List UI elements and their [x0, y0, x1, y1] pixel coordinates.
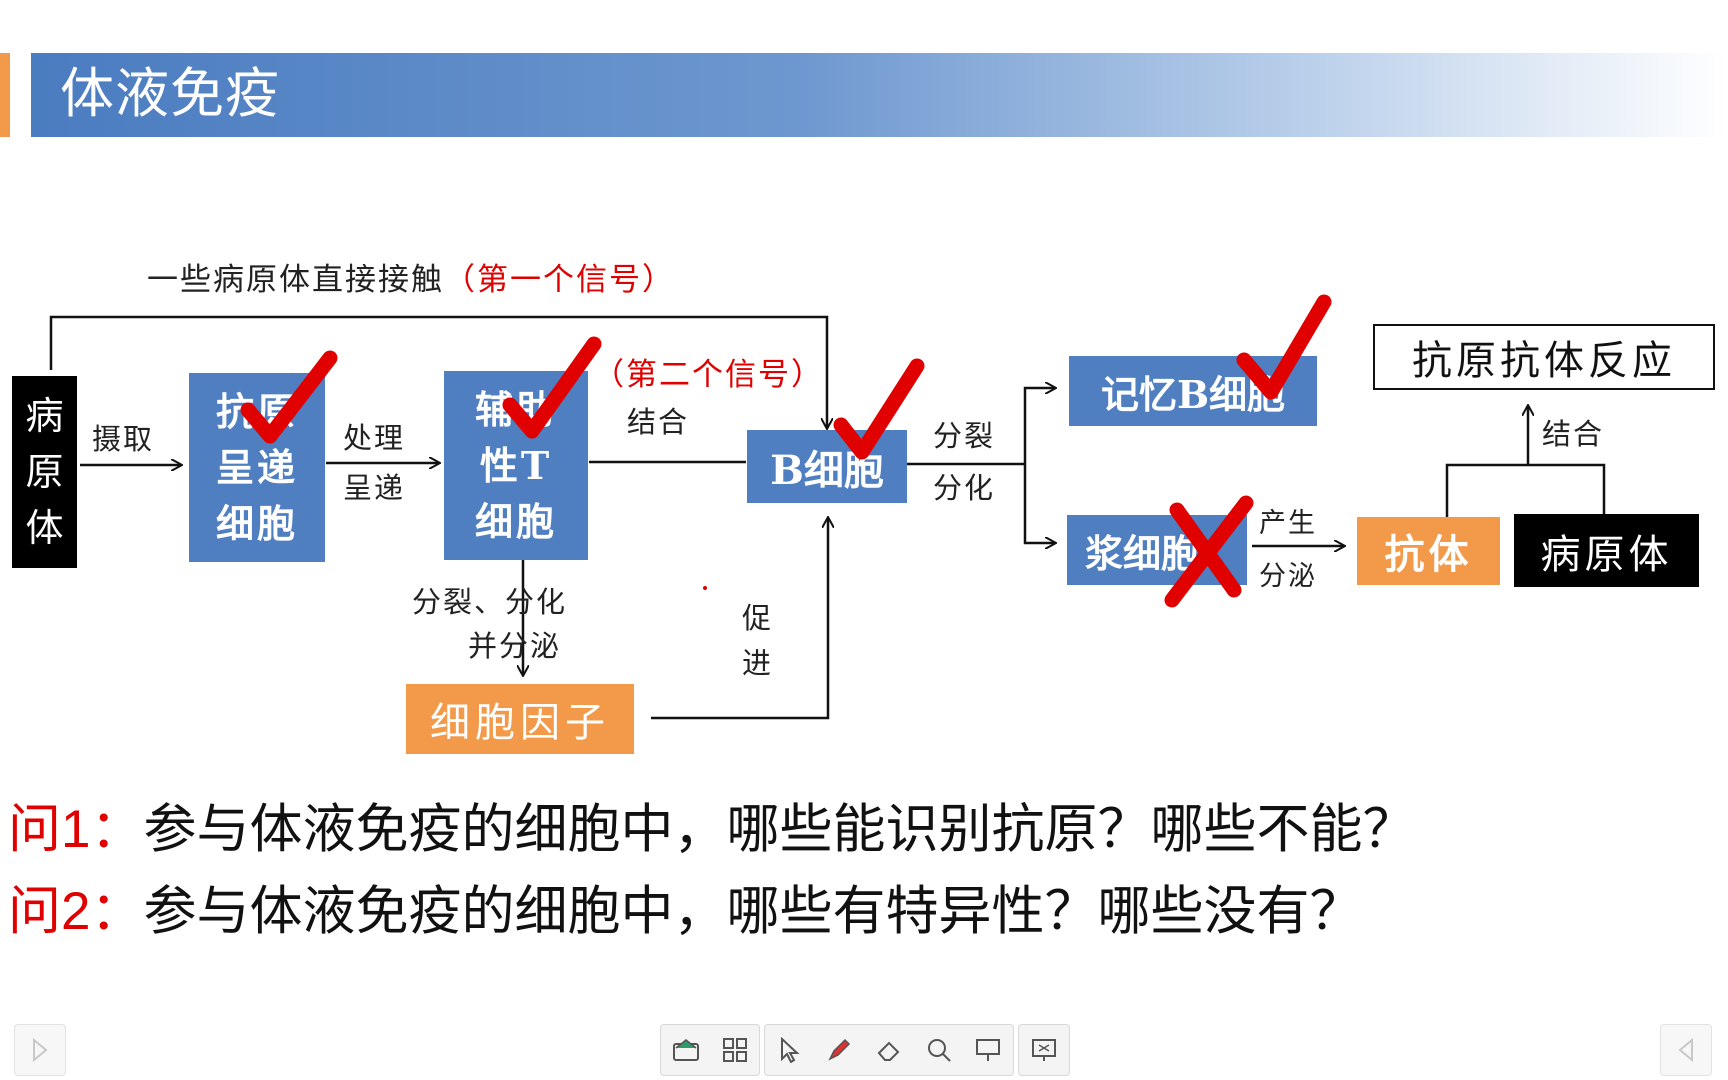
produce-label: 产生	[1259, 508, 1317, 539]
question-1: 问1：参与体液免疫的细胞中，哪些能识别抗原？哪些不能？	[8, 800, 1416, 859]
uptake-label: 摄取	[92, 422, 155, 456]
promote-arrow	[651, 518, 828, 720]
question-2: 问2：参与体液免疫的细胞中，哪些有特异性？哪些没有？	[8, 882, 1363, 941]
cytokine-box: 细胞因子	[406, 684, 634, 754]
antibody-box: 抗体	[1357, 517, 1500, 585]
pathogen-right-box: 病原体	[1514, 514, 1699, 587]
combine-label: 结合	[1542, 417, 1605, 451]
present-label: 呈递	[343, 471, 406, 505]
slide-title: 体液免疫	[60, 64, 280, 124]
grid-icon[interactable]	[717, 1032, 753, 1068]
envelope-icon[interactable]	[668, 1032, 704, 1068]
memory-b-box: 记忆B细胞	[1069, 356, 1317, 426]
toolbar-group-left	[660, 1024, 760, 1076]
secrete-label: 分泌	[1259, 561, 1317, 592]
presentation-icon[interactable]	[1026, 1032, 1062, 1068]
check-memory-b-icon	[1236, 294, 1332, 400]
bind-label: 结合	[627, 405, 690, 439]
check-b-cell-icon	[833, 358, 925, 460]
check-helper-t-icon	[502, 336, 602, 439]
title-accent-bar	[0, 53, 10, 137]
title-bar	[31, 53, 1728, 137]
combine-bracket	[1445, 463, 1606, 518]
differentiate-label: 分化	[933, 471, 996, 505]
eraser-icon[interactable]	[871, 1032, 907, 1068]
top-path-arrow	[49, 315, 827, 428]
magnifier-icon[interactable]	[921, 1032, 957, 1068]
promote-label-1: 促	[742, 601, 774, 635]
memory-arrow	[1023, 388, 1055, 464]
process-label: 处理	[343, 421, 406, 455]
toolbar-group-right	[1018, 1024, 1070, 1076]
reaction-box: 抗原抗体反应	[1373, 324, 1715, 390]
top-path-label: 一些病原体直接接触（第一个信号）	[147, 262, 675, 298]
divide-label: 分裂	[933, 419, 996, 453]
plasma-arrow	[1023, 464, 1055, 543]
t-divide-label: 分裂、分化	[412, 585, 568, 619]
signal2-label: （第二个信号）	[593, 357, 824, 393]
next-slide-button[interactable]	[1660, 1024, 1712, 1076]
promote-label-2: 进	[742, 646, 774, 680]
pen-icon[interactable]	[821, 1032, 857, 1068]
pathogen-left-box: 病 原 体	[12, 376, 77, 568]
t-secrete-label: 并分泌	[468, 629, 562, 663]
check-apc-icon	[240, 350, 338, 444]
screen-icon[interactable]	[970, 1032, 1006, 1068]
toolbar-group-tools	[764, 1024, 1014, 1076]
prev-slide-button[interactable]	[14, 1024, 66, 1076]
pointer-icon[interactable]	[772, 1032, 808, 1068]
b-cell-box: B细胞	[747, 430, 907, 503]
